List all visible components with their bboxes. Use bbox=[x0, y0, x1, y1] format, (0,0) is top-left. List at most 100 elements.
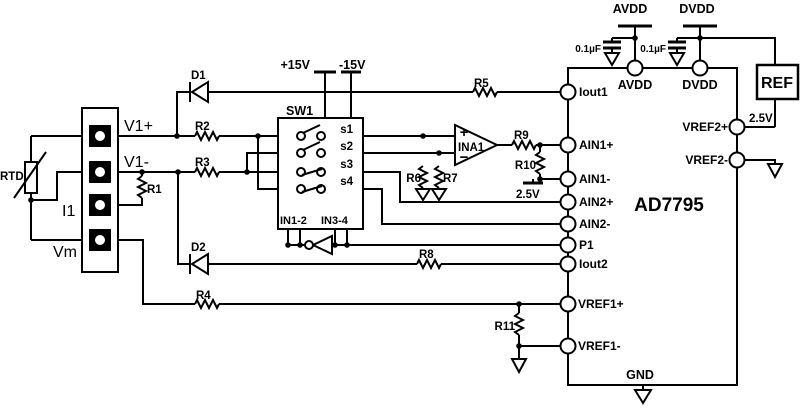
avdd-rail-label: AVDD bbox=[613, 2, 648, 16]
vref2-plus-label: VREF2+ bbox=[682, 120, 728, 134]
switch-s3-lever bbox=[301, 168, 323, 176]
dvdd-pin-label: DVDD bbox=[682, 78, 717, 92]
ain2-plus-label: AIN2+ bbox=[579, 195, 613, 209]
cap-avdd-label: 0.1µF bbox=[575, 44, 601, 55]
pin-avdd bbox=[626, 59, 644, 77]
switch-s2-lever bbox=[302, 141, 321, 151]
ground-icon-cap-avdd bbox=[603, 52, 621, 67]
cap-dvdd-label: 0.1µF bbox=[640, 44, 666, 55]
pin-p1 bbox=[559, 236, 577, 254]
r8-label: R8 bbox=[419, 249, 434, 261]
ground-icon-r11 bbox=[510, 358, 528, 375]
r10-label: R10 bbox=[515, 160, 536, 172]
ref-box bbox=[755, 63, 800, 101]
adc-chip-body bbox=[567, 67, 738, 386]
pin-vref2-plus bbox=[728, 118, 746, 136]
terminal-1-hole bbox=[95, 131, 105, 141]
r2-label: R2 bbox=[195, 121, 210, 133]
ground-icon-gnd bbox=[633, 389, 653, 405]
ain2-minus-label: AIN2- bbox=[579, 217, 610, 231]
pin-vref2-minus bbox=[728, 151, 746, 169]
inverter-bubble bbox=[304, 240, 314, 250]
pin-vref1-plus bbox=[559, 295, 577, 313]
r6-label: R6 bbox=[406, 173, 421, 185]
ground-icon-r7 bbox=[430, 188, 448, 202]
resistor-R3-symbol bbox=[194, 165, 220, 179]
switch-s1-contact-right bbox=[316, 131, 326, 141]
iout1-label: Iout1 bbox=[579, 85, 608, 99]
switch-s2-contact-right bbox=[316, 148, 326, 158]
opamp-plus-sign: + bbox=[460, 124, 469, 141]
terminal-3-hole bbox=[95, 200, 105, 210]
pin-vref1-minus bbox=[559, 337, 577, 355]
pin-ain2-minus bbox=[559, 215, 577, 233]
r9-label: R9 bbox=[514, 130, 529, 142]
wires-diode-nets bbox=[176, 91, 560, 265]
resistor-R6-symbol bbox=[416, 165, 430, 189]
wires-switch-section bbox=[246, 72, 560, 246]
resistor-R11-symbol bbox=[512, 312, 526, 336]
ref-label: REF bbox=[761, 75, 793, 92]
d1-label: D1 bbox=[191, 70, 206, 82]
terminal-4-hole bbox=[95, 235, 105, 245]
diode-D1-icon bbox=[190, 80, 209, 104]
resistor-R4-symbol bbox=[194, 297, 220, 311]
in34-label: IN3-4 bbox=[321, 215, 349, 227]
inverter-icon bbox=[310, 234, 333, 256]
switch-s1-lever bbox=[302, 124, 321, 134]
diode-D2-icon bbox=[190, 252, 209, 276]
switch-s4-lever bbox=[301, 185, 323, 193]
p1-label: P1 bbox=[579, 238, 594, 252]
resistor-R7-symbol bbox=[432, 165, 446, 189]
vref1-minus-label: VREF1- bbox=[578, 339, 621, 353]
pin-ain1-minus bbox=[559, 170, 577, 188]
minus15-label: -15V bbox=[339, 58, 366, 72]
pin-ain1-plus bbox=[559, 136, 577, 154]
r5-label: R5 bbox=[474, 78, 489, 90]
pin-iout1 bbox=[559, 83, 577, 101]
rtd-label: RTD bbox=[0, 171, 24, 183]
resistor-R5-symbol bbox=[472, 85, 498, 99]
pin-dvdd bbox=[691, 59, 709, 77]
pin-ain2-plus bbox=[559, 193, 577, 211]
ain1-plus-label: AIN1+ bbox=[579, 138, 613, 152]
iout2-label: Iout2 bbox=[579, 257, 608, 271]
r7-label: R7 bbox=[443, 173, 458, 185]
in12-label: IN1-2 bbox=[280, 215, 307, 227]
resistor-R8-symbol bbox=[416, 257, 442, 271]
s4-label: s4 bbox=[340, 176, 353, 188]
wires-supply-section bbox=[611, 26, 776, 164]
capacitor-dvdd-icon bbox=[668, 40, 686, 50]
ground-icon-vref2m bbox=[766, 163, 784, 180]
adc-name: AD7795 bbox=[634, 195, 704, 216]
d2-label: D2 bbox=[191, 242, 206, 254]
vm-label: Vm bbox=[53, 244, 77, 261]
s3-label: s3 bbox=[340, 159, 353, 171]
resistor-R9-symbol bbox=[511, 138, 537, 152]
avdd-pin-label: AVDD bbox=[618, 78, 653, 92]
switch-s1-contact-left bbox=[296, 131, 306, 141]
r3-label: R3 bbox=[195, 157, 210, 169]
rtd-arrow bbox=[13, 151, 47, 199]
switch-s2-contact-left bbox=[296, 148, 306, 158]
s1-label: s1 bbox=[340, 124, 353, 136]
opamp-INA1-icon bbox=[454, 123, 500, 167]
ina1-label: INA1 bbox=[458, 142, 485, 154]
v25-ain-label: 2.5V bbox=[516, 189, 540, 201]
vref2-minus-label: VREF2- bbox=[685, 153, 728, 167]
v1-plus-label: V1+ bbox=[124, 118, 153, 135]
opamp-minus-sign: − bbox=[460, 149, 469, 166]
v1-minus-label: V1- bbox=[124, 154, 149, 171]
resistor-R1-symbol bbox=[135, 175, 149, 199]
pin-iout2 bbox=[559, 255, 577, 273]
r1-label: R1 bbox=[147, 184, 162, 196]
terminal-2-hole bbox=[95, 167, 105, 177]
r4-label: R4 bbox=[196, 290, 211, 302]
plus15-label: +15V bbox=[280, 58, 310, 72]
s2-label: s2 bbox=[340, 141, 353, 153]
i1-label: I1 bbox=[62, 203, 75, 220]
ain1-minus-label: AIN1- bbox=[579, 172, 610, 186]
junction-dots bbox=[28, 35, 703, 349]
ground-icon-cap-dvdd bbox=[668, 52, 686, 67]
